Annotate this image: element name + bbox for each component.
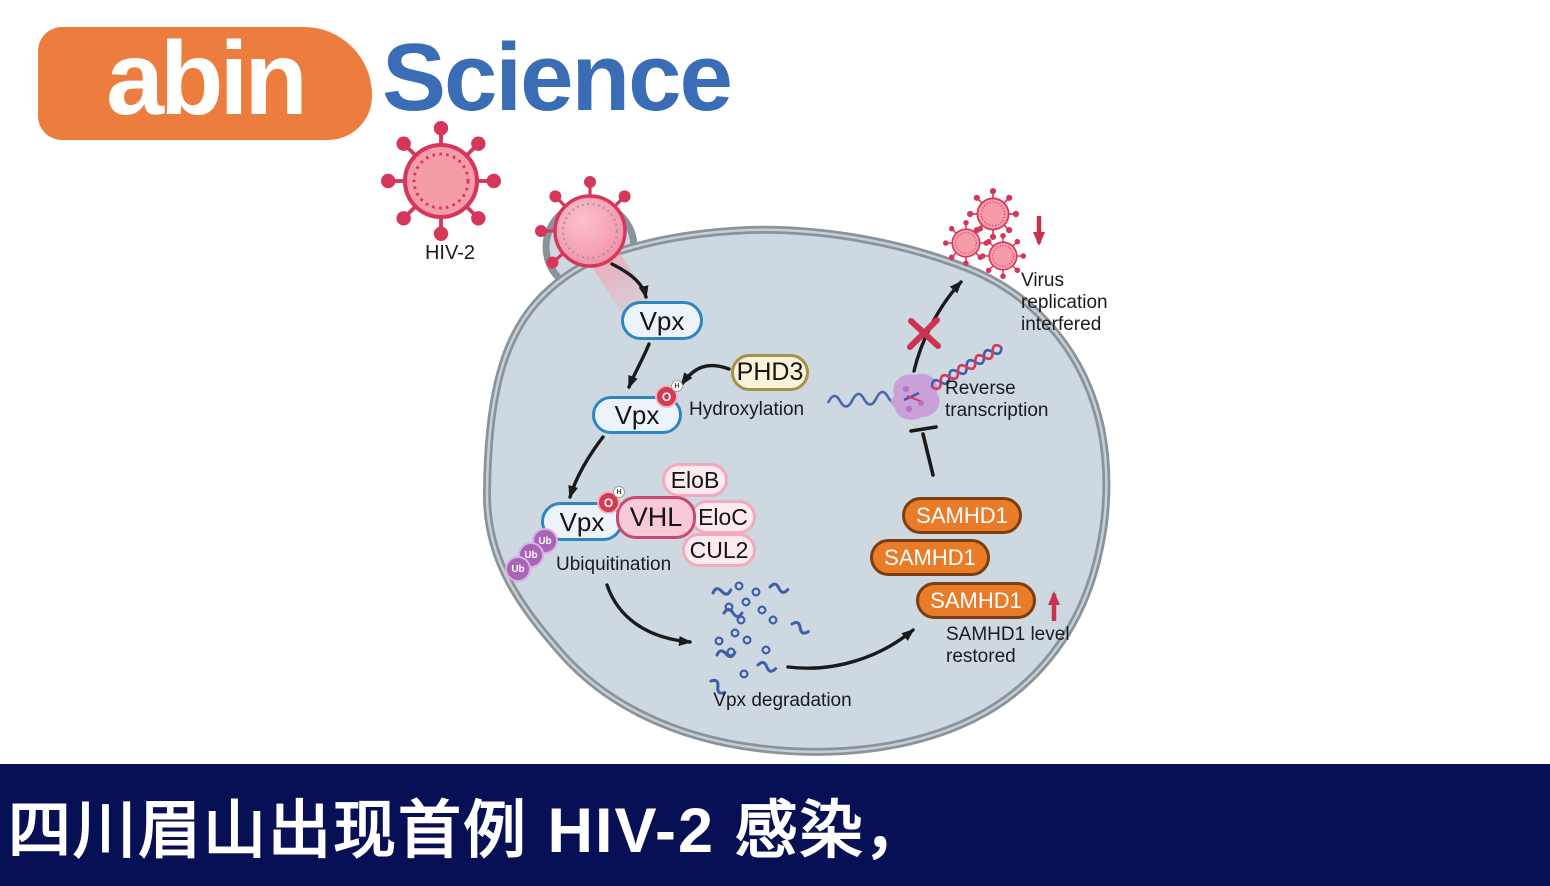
hiv2-virus-icon	[383, 123, 499, 239]
headline: 四川眉山出现首例 HIV-2 感染，	[8, 795, 930, 866]
hydroxyl-o-icon: O	[655, 385, 678, 408]
hydroxyl-o-icon: O	[597, 491, 620, 514]
cul2-pill: CUL2	[682, 533, 756, 567]
inhibition-tbar	[909, 425, 938, 477]
hydroxyl-h-icon: H	[613, 486, 625, 498]
hydroxylation-label: Hydroxylation	[689, 399, 805, 420]
dna-helix	[930, 343, 1003, 391]
ubiquitination-label: Ubiquitination	[556, 554, 672, 575]
eloc-pill: EloC	[690, 500, 756, 534]
reverse-transcriptase-blob	[890, 373, 940, 420]
rna-strand	[826, 390, 899, 408]
bottom-banner: 四川眉山出现首例 HIV-2 感染，	[0, 764, 1550, 886]
abin-logo: abin	[38, 27, 372, 140]
virus-replication-label: Virus replication interfered	[1021, 270, 1108, 336]
samhd1-pill-3: SAMHD1	[916, 582, 1036, 619]
reverse-transcription-label: Reverse transcription	[945, 378, 1049, 422]
phd3-pill: PHD3	[731, 354, 809, 391]
ubiquitin-icon: Ub	[505, 556, 531, 582]
hydroxyl-h-icon: H	[671, 380, 683, 392]
samhd1-level-label: SAMHD1 level restored	[946, 624, 1070, 668]
vhl-pill: VHL	[616, 496, 696, 539]
degradation-fragments	[707, 581, 812, 697]
vpx-degradation-label: Vpx degradation	[713, 690, 852, 711]
fusing-virus-icon	[534, 175, 631, 269]
abin-logo-text: abin	[106, 20, 308, 137]
vpx-pill-1: Vpx	[621, 301, 703, 340]
science-logo-text: Science	[382, 24, 733, 131]
blocked-x-icon	[907, 317, 941, 350]
samhd1-pill-1: SAMHD1	[902, 497, 1022, 534]
elob-pill: EloB	[662, 463, 728, 497]
hiv2-label: HIV-2	[424, 242, 476, 264]
samhd1-pill-2: SAMHD1	[870, 539, 990, 576]
